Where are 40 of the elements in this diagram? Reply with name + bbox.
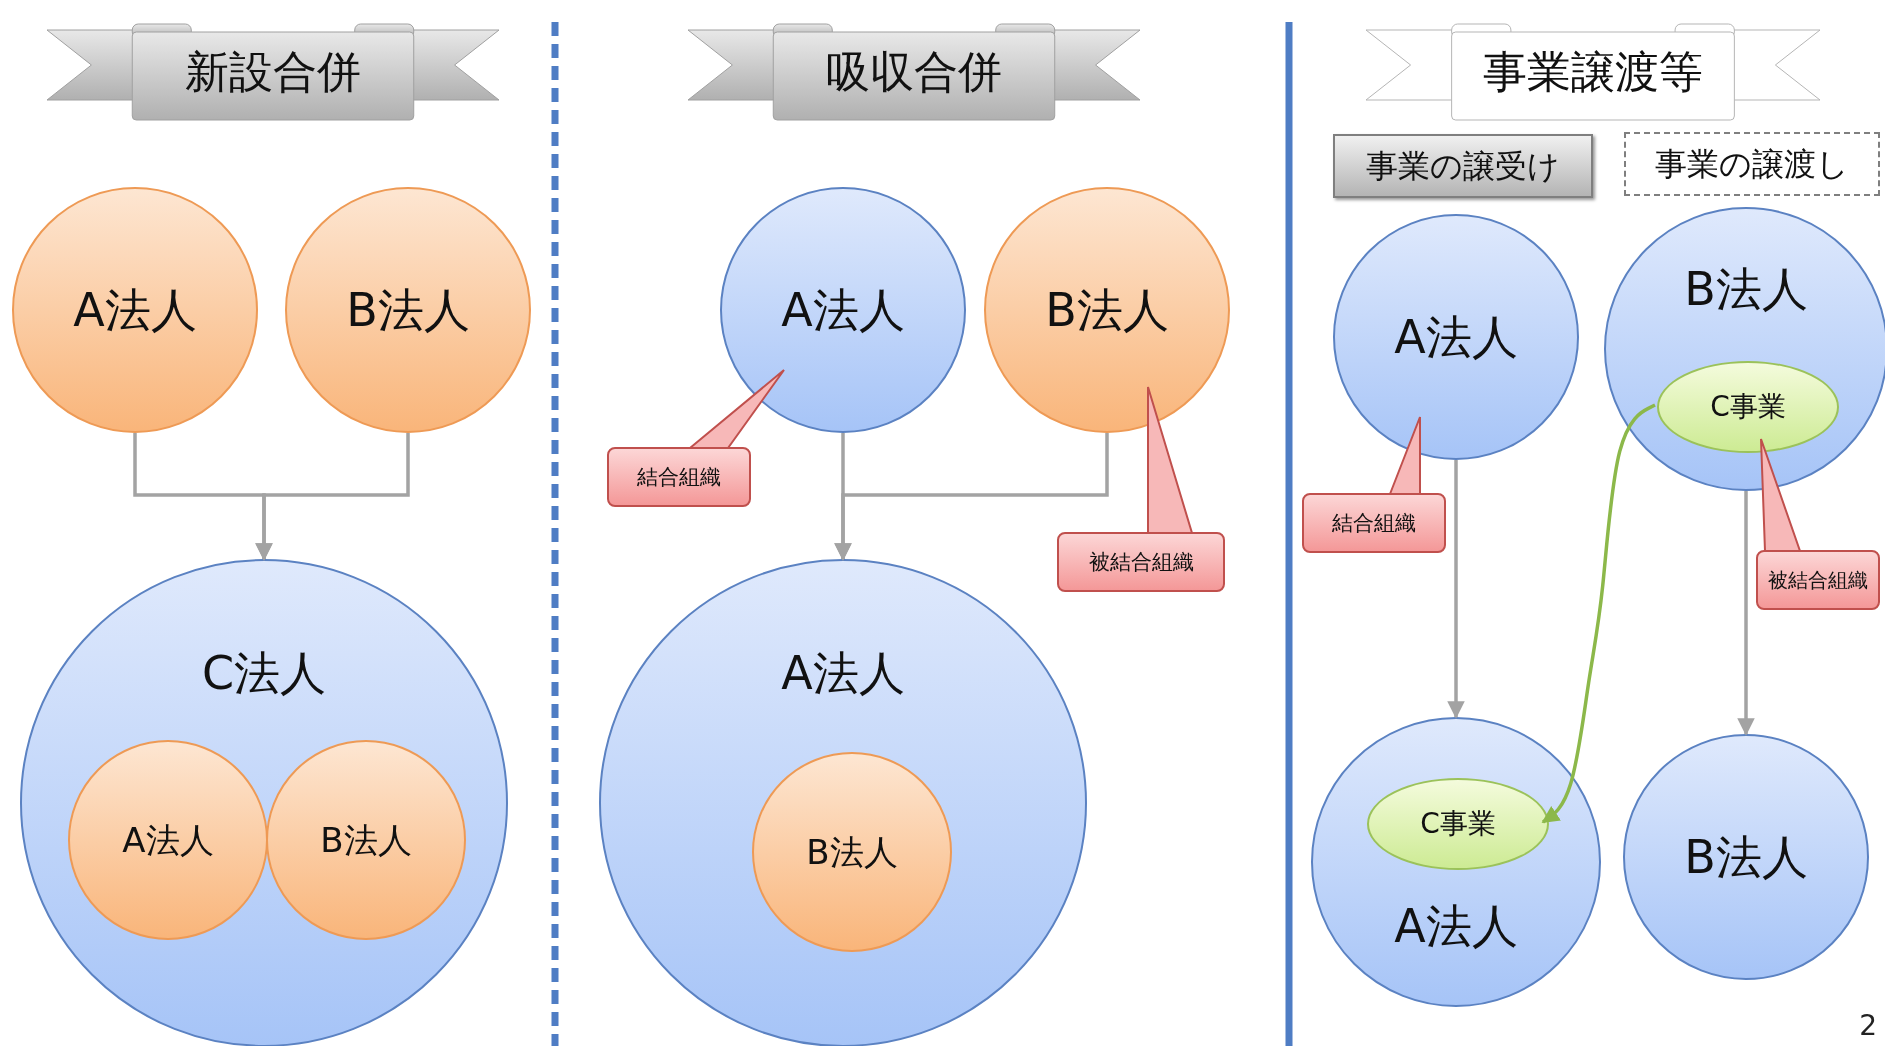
banner-title: 事業譲渡等	[1482, 50, 1704, 94]
banner-title: 新設合併	[184, 50, 362, 94]
entity-label: A法人	[1393, 903, 1519, 949]
entity-label: B法人	[319, 823, 413, 857]
arrow	[1541, 403, 1656, 824]
callout-box	[1302, 493, 1446, 553]
entity-label: B法人	[345, 287, 471, 333]
arrow	[834, 433, 1109, 561]
callout-pointer	[687, 369, 785, 449]
entity-label: C法人	[200, 650, 328, 696]
entity-label: A法人	[780, 287, 906, 333]
entity-label: B法人	[805, 835, 899, 869]
callout-text: 被結合組織	[1087, 551, 1195, 573]
entity-label: B法人	[1683, 266, 1809, 312]
entity-label: B法人	[1683, 834, 1809, 880]
callout-text: 結合組織	[636, 466, 722, 488]
entity-label: A法人	[121, 823, 215, 857]
callout-box	[1756, 550, 1880, 610]
business-label: C事業	[1419, 810, 1497, 838]
dashed-label-box	[1624, 132, 1880, 196]
entity-label: A法人	[780, 650, 906, 696]
banner-title: 吸収合併	[825, 50, 1003, 94]
callout-pointer	[1388, 416, 1421, 495]
label-box	[1333, 134, 1593, 198]
entity-label: B法人	[1044, 287, 1170, 333]
callout-pointer	[1147, 386, 1194, 534]
business-label: C事業	[1709, 393, 1787, 421]
callout-box	[1057, 532, 1225, 592]
box-label: 事業の譲渡し	[1654, 148, 1850, 180]
arrow	[255, 433, 410, 561]
page-number: 2	[1859, 1009, 1877, 1042]
callout-box	[607, 447, 751, 507]
entity-label: A法人	[1393, 314, 1519, 360]
callout-text: 結合組織	[1331, 512, 1417, 534]
callout-pointer	[1760, 438, 1802, 552]
callout-text: 被結合組織	[1767, 570, 1869, 590]
arrow	[1447, 460, 1465, 719]
box-label: 事業の譲受け	[1365, 150, 1561, 182]
arrow	[1737, 491, 1755, 736]
entity-label: A法人	[72, 287, 198, 333]
